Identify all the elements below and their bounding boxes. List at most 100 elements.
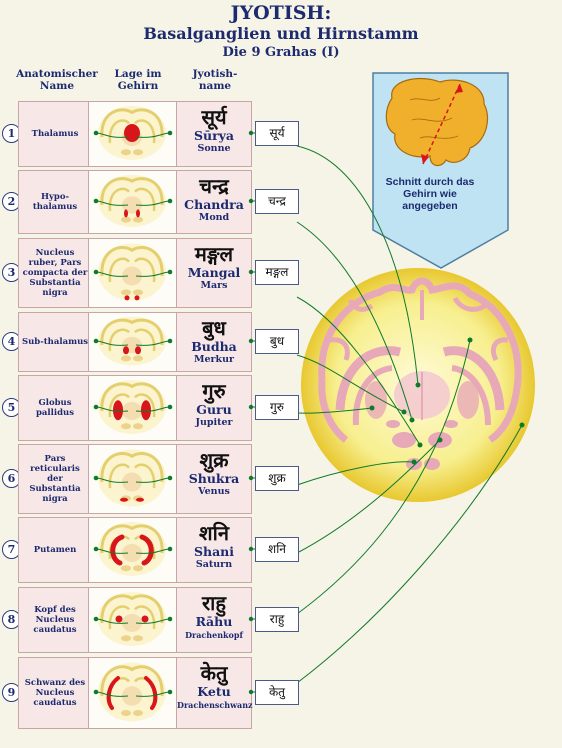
highlight-region [113, 400, 123, 421]
page-subtitle-2: Die 9 Grahas (I) [222, 45, 340, 60]
thumbnail-cortex [100, 665, 164, 697]
pointer-dot [93, 269, 99, 275]
thumbnail-cortex [100, 245, 164, 277]
label-connector-dot [248, 269, 254, 275]
anatomical-name-cell: Schwanz des Nucleus caudatus [18, 657, 96, 729]
graha-label-box: गुरु [255, 395, 299, 420]
highlight-region [110, 534, 125, 566]
thumbnail-thalamus [122, 196, 142, 214]
anatomical-name: Kopf des Nucleus caudatus [33, 605, 77, 635]
pointer-dot [93, 338, 99, 344]
sanskrit-name: शुक्र [199, 448, 229, 472]
graha-name: Ketu [197, 684, 231, 699]
brain-thumbnail [93, 174, 255, 228]
callout-brain-icon [385, 77, 489, 167]
german-name: Drachenschwanz [177, 700, 253, 710]
pointer-dot [167, 404, 173, 410]
german-name: Venus [198, 486, 230, 497]
highlight-region [141, 615, 149, 623]
row-number-badge: 3 [2, 263, 21, 282]
highlight-region [139, 534, 154, 566]
thumbnail-inner-left [108, 605, 130, 630]
pointer-dot [93, 616, 99, 622]
sanskrit-name: चन्द्र [199, 174, 229, 198]
anatomical-name: Pars reticularis der Substantia nigra [29, 454, 81, 504]
pointer-dot [167, 338, 173, 344]
anatomical-name: Globus pallidus [35, 398, 75, 418]
label-connector-dot [248, 616, 254, 622]
highlight-region [124, 295, 130, 301]
thumbnail-cortex [100, 451, 164, 483]
graha-name: Guru [196, 402, 232, 417]
thumbnail-cortex [100, 177, 164, 206]
graha-name: Sūrya [193, 128, 235, 143]
thumbnail-inner-right [133, 257, 156, 283]
highlight-region [134, 295, 140, 301]
highlight-region [136, 209, 140, 218]
thumbnail-stem [121, 289, 131, 296]
pointer-dot [93, 198, 99, 204]
graha-name: Budha [191, 339, 237, 354]
anatomical-name-cell: Putamen [18, 517, 96, 583]
graha-label-box: केतु [255, 680, 299, 705]
graha-name: Shukra [188, 471, 240, 486]
graha-label-box: चन्द्र [255, 189, 299, 214]
thumbnail-inner-left [108, 393, 130, 418]
label-connector-dot [248, 689, 254, 695]
label-connector-dot [248, 338, 254, 344]
row-number-badge: 8 [2, 610, 21, 629]
thumbnail-stem [133, 149, 143, 156]
thumbnail-inner-right [134, 328, 156, 352]
german-name: Sonne [197, 143, 231, 154]
page-subtitle: Basalganglien und Hirnstamm [143, 24, 419, 43]
thumbnail-stem [133, 565, 143, 572]
german-name: Jupiter [195, 417, 233, 428]
graha-name: Mangal [187, 265, 241, 280]
sanskrit-name: केतु [200, 661, 228, 685]
graha-name: Shani [193, 544, 235, 559]
thumbnail-inner-left [108, 257, 131, 283]
anatomical-name: Nucleus ruber, Pars compacta der Substan… [22, 248, 88, 298]
page-title: JYOTISH: [230, 2, 332, 24]
anatomical-name: Hypo-thalamus [32, 192, 78, 212]
label-connector-dot [248, 475, 254, 481]
thumbnail-stem [133, 423, 143, 430]
thumbnail-cortex [100, 594, 164, 624]
graha-label-box: राहु [255, 607, 299, 632]
highlight-region [120, 497, 128, 502]
thumbnail-stem [133, 289, 143, 296]
anatomical-name-cell: Pars reticularis der Substantia nigra [18, 444, 96, 514]
brain-thumbnail [93, 592, 255, 646]
thumbnail-stem [133, 216, 143, 223]
thumbnail-thalamus [122, 544, 142, 562]
thumbnail-cortex [100, 318, 164, 346]
pointer-dot [93, 404, 99, 410]
thumbnail-stem [121, 149, 131, 156]
pointer-dot [93, 546, 99, 552]
highlight-region [135, 346, 141, 355]
thumbnail-cortex [100, 524, 164, 554]
graha-label-box: शनि [255, 537, 299, 562]
pointer-dot [167, 130, 173, 136]
thumbnail-stem [133, 635, 143, 642]
pointer-dot [93, 475, 99, 481]
label-connector-dot [248, 404, 254, 410]
highlight-region [123, 346, 129, 355]
brain-thumbnail [93, 449, 255, 507]
pointer-dot [167, 546, 173, 552]
label-connector-dot [248, 130, 254, 136]
pointer-dot [167, 689, 173, 695]
anatomical-name-cell: Nucleus ruber, Pars compacta der Substan… [18, 238, 96, 308]
thumbnail-inner-right [134, 605, 156, 630]
thumbnail-stem [121, 635, 131, 642]
anatomical-name-cell: Sub-thalamus [18, 312, 96, 372]
label-connector-dot [248, 198, 254, 204]
highlight-region [144, 676, 158, 710]
pointer-dot [167, 269, 173, 275]
row-number-badge: 1 [2, 124, 21, 143]
anatomical-name: Schwanz des Nucleus caudatus [24, 678, 86, 708]
highlight-region [141, 400, 151, 421]
